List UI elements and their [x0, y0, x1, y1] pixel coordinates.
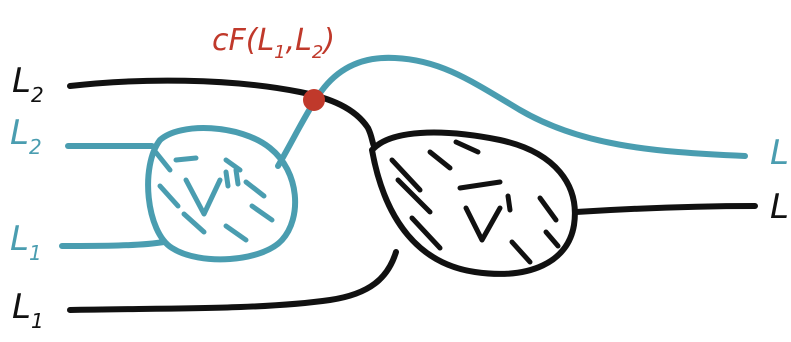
crossing-point: [303, 89, 325, 111]
label-left-L2-black: L2: [12, 61, 44, 107]
teal-blob-v-double-prime-glyph: [183, 167, 241, 217]
crossing-label: cF(L1,L2): [212, 23, 335, 63]
black-strand-L1: [67, 249, 399, 313]
black-blob-v-prime-glyph: [463, 193, 513, 243]
label-left-L1-teal: L1: [10, 219, 42, 265]
black-strand-right: [573, 203, 758, 215]
label-right-black: L: [770, 187, 789, 227]
label-right-teal: L: [770, 133, 789, 173]
black-blob-v-prime: [369, 129, 578, 277]
teal-blob-hatching: [151, 147, 275, 243]
black-strand-L2: [67, 77, 377, 149]
teal-strand-L1: [59, 239, 167, 249]
black-blob-hatching: [389, 139, 561, 265]
teal-blob-v-double-prime: [145, 125, 299, 263]
label-left-L2-teal: L2: [10, 113, 42, 159]
label-left-L1-black: L1: [12, 287, 44, 333]
